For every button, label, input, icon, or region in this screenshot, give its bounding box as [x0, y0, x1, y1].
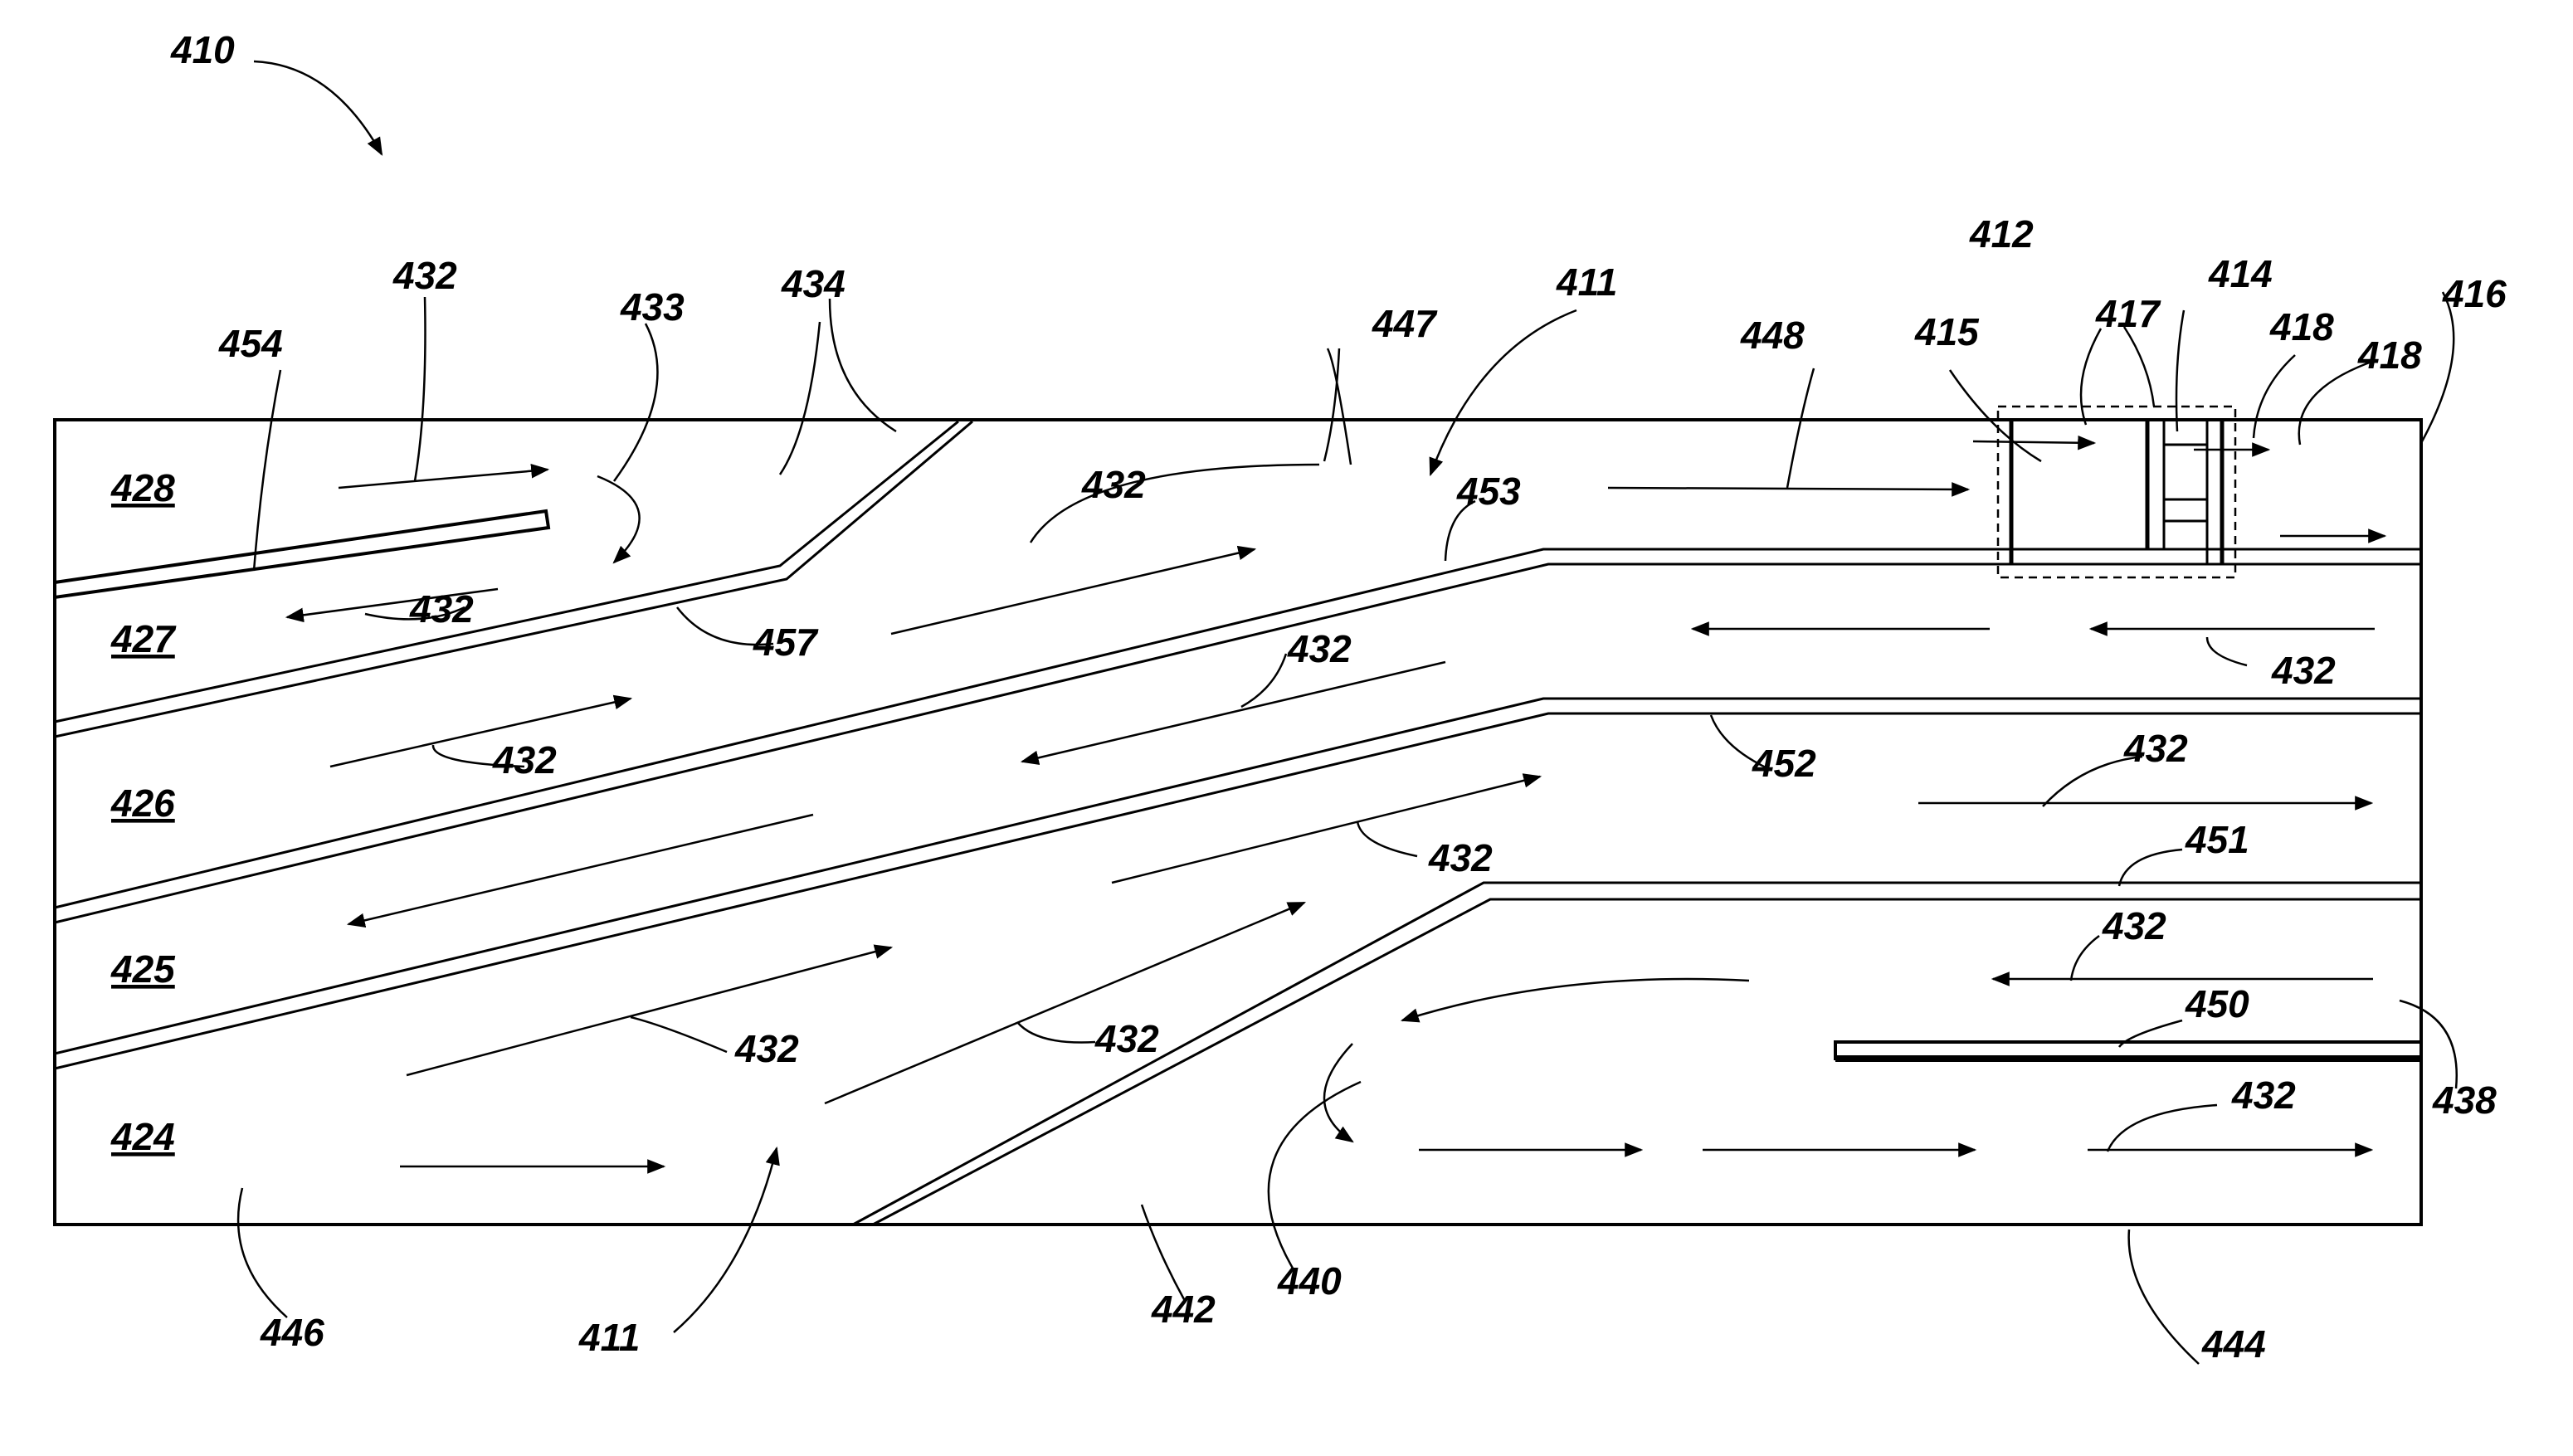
divider-450: [1835, 1042, 2421, 1059]
label-414: 414: [2208, 252, 2273, 295]
label-432-upper-middle: 432: [1081, 463, 1146, 506]
label-454: 454: [218, 322, 283, 365]
label-442: 442: [1151, 1288, 1216, 1331]
label-434: 434: [781, 262, 845, 305]
label-438: 438: [2432, 1079, 2497, 1122]
label-412: 412: [1969, 212, 2034, 256]
label-432-right-middle: 432: [2123, 727, 2188, 770]
label-432-lane-424: 432: [734, 1027, 799, 1070]
label-418-left: 418: [2269, 305, 2334, 348]
label-411-bottom: 411: [578, 1316, 640, 1359]
label-451: 451: [2185, 818, 2249, 861]
label-440: 440: [1277, 1259, 1342, 1303]
label-415: 415: [1914, 310, 1980, 353]
label-410: 410: [170, 28, 235, 71]
lane-label-427: 427: [110, 617, 177, 660]
label-447: 447: [1372, 302, 1438, 345]
label-432-lane-427: 432: [409, 587, 474, 631]
label-411-top: 411: [1556, 261, 1617, 304]
label-432-right-lower: 432: [2102, 904, 2166, 947]
label-432-bottom-right: 432: [2231, 1074, 2296, 1117]
label-432-lane-426: 432: [492, 738, 557, 782]
label-416: 416: [2442, 272, 2507, 315]
label-452: 452: [1752, 742, 1816, 785]
lane-label-425: 425: [110, 947, 176, 991]
label-432-lower-center: 432: [1094, 1017, 1159, 1060]
label-432-middle: 432: [1287, 627, 1352, 670]
label-432-top-left: 432: [392, 254, 457, 297]
label-453: 453: [1456, 470, 1521, 513]
lane-label-426: 426: [110, 782, 175, 825]
label-432-right-upper: 432: [2271, 649, 2336, 692]
label-444: 444: [2201, 1322, 2266, 1366]
label-446: 446: [260, 1311, 324, 1354]
label-432-center: 432: [1428, 836, 1493, 879]
lane-label-424: 424: [110, 1115, 175, 1158]
label-457: 457: [753, 621, 819, 664]
label-450: 450: [2185, 982, 2249, 1025]
label-417: 417: [2095, 292, 2161, 335]
label-448: 448: [1740, 314, 1805, 357]
label-433: 433: [620, 285, 685, 329]
lane-label-428: 428: [110, 466, 175, 509]
label-418-right: 418: [2357, 334, 2422, 377]
